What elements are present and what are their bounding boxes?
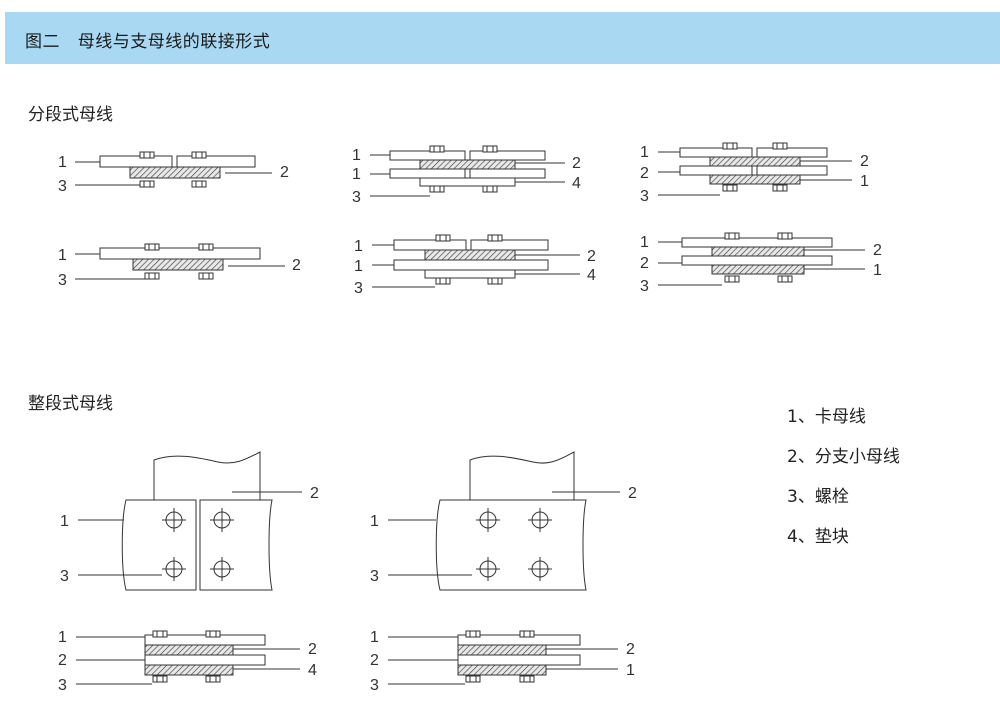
split-diagram-4: 1 1 2 4 3 bbox=[354, 234, 596, 297]
callout-1: 1 bbox=[640, 144, 649, 161]
callout-1: 1 bbox=[58, 247, 67, 264]
callout-1: 1 bbox=[640, 234, 649, 251]
callout-1: 1 bbox=[60, 513, 69, 530]
callout-1: 1 bbox=[873, 262, 882, 279]
callout-1: 1 bbox=[354, 238, 363, 255]
callout-2: 2 bbox=[626, 641, 635, 658]
callout-1: 1 bbox=[58, 629, 67, 646]
figure-title: 图二 母线与支母线的联接形式 bbox=[25, 32, 271, 52]
callout-3: 3 bbox=[58, 677, 67, 694]
callout-2: 2 bbox=[58, 652, 67, 669]
callout-1: 1 bbox=[626, 662, 635, 679]
callout-1: 1 bbox=[370, 513, 379, 530]
callout-2: 2 bbox=[873, 242, 882, 259]
callout-1: 1 bbox=[860, 173, 869, 190]
legend-item-bolt: 3、螺栓 bbox=[787, 487, 849, 507]
whole-diagram-bottom-right: 1 2 2 1 3 bbox=[370, 629, 635, 694]
callout-3: 3 bbox=[60, 568, 69, 585]
callout-2: 2 bbox=[587, 248, 596, 265]
callout-3: 3 bbox=[370, 568, 379, 585]
callout-2: 2 bbox=[640, 255, 649, 272]
legend: 1、卡母线 2、分支小母线 3、螺栓 4、垫块 bbox=[787, 397, 900, 557]
callout-4: 4 bbox=[572, 175, 581, 192]
callout-3: 3 bbox=[58, 272, 67, 289]
split-diagram-5: 1 2 2 1 3 bbox=[640, 142, 869, 205]
callout-2: 2 bbox=[860, 153, 869, 170]
callout-4: 4 bbox=[587, 267, 596, 284]
whole-diagram-right: 1 2 3 bbox=[370, 451, 637, 591]
callout-4: 4 bbox=[308, 662, 317, 679]
split-diagram-3: 1 1 2 4 3 bbox=[352, 145, 581, 206]
callout-1: 1 bbox=[352, 166, 361, 183]
callout-1: 1 bbox=[370, 629, 379, 646]
callout-3: 3 bbox=[640, 188, 649, 205]
section-title-whole-busbar: 整段式母线 bbox=[28, 394, 113, 414]
callout-3: 3 bbox=[352, 189, 361, 206]
callout-1: 1 bbox=[354, 258, 363, 275]
legend-item-clamp-busbar: 1、卡母线 bbox=[787, 407, 866, 427]
callout-2: 2 bbox=[310, 485, 319, 502]
callout-2: 2 bbox=[640, 165, 649, 182]
whole-diagram-left: 1 2 3 bbox=[60, 451, 319, 591]
callout-3: 3 bbox=[370, 677, 379, 694]
callout-2: 2 bbox=[280, 164, 289, 181]
legend-item-spacer: 4、垫块 bbox=[787, 527, 849, 547]
callout-1: 1 bbox=[352, 147, 361, 164]
callout-2: 2 bbox=[308, 641, 317, 658]
callout-2: 2 bbox=[628, 485, 637, 502]
callout-2: 2 bbox=[370, 652, 379, 669]
callout-2: 2 bbox=[292, 257, 301, 274]
callout-1: 1 bbox=[58, 154, 67, 171]
figure-header: 图二 母线与支母线的联接形式 bbox=[5, 12, 1000, 64]
callout-2: 2 bbox=[572, 155, 581, 172]
legend-item-branch-busbar: 2、分支小母线 bbox=[787, 447, 900, 467]
split-diagram-2: 1 2 3 bbox=[58, 243, 301, 289]
split-diagram-6: 1 2 2 1 3 bbox=[640, 232, 882, 295]
split-diagram-1: 1 2 3 bbox=[58, 151, 289, 195]
whole-diagram-bottom-left: 1 2 2 4 3 bbox=[58, 629, 317, 694]
section-title-split-busbar: 分段式母线 bbox=[28, 105, 113, 125]
callout-3: 3 bbox=[640, 278, 649, 295]
callout-3: 3 bbox=[354, 280, 363, 297]
callout-3: 3 bbox=[58, 178, 67, 195]
